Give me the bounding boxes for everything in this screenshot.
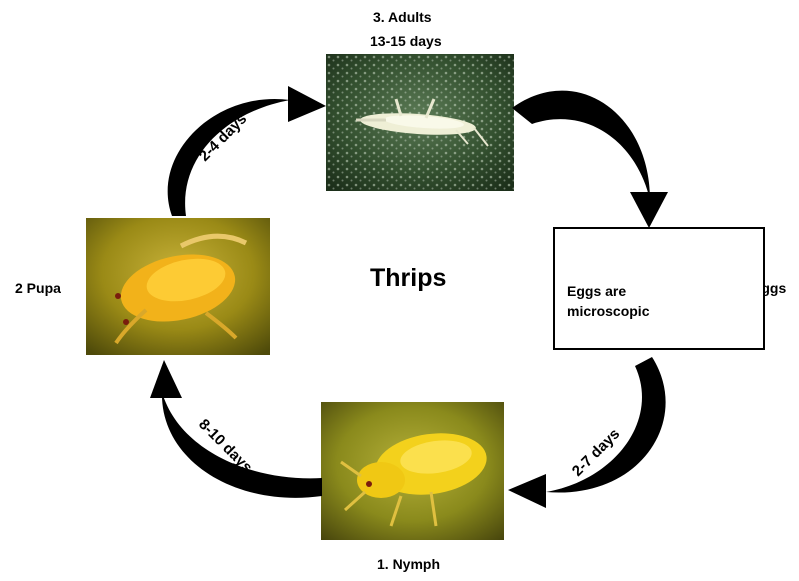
arrow-nymph-to-pupa (150, 360, 322, 498)
arrow-pupa-to-adult (168, 86, 326, 216)
arrow-adult-to-eggs (512, 91, 668, 228)
arrow-eggs-to-nymph (508, 357, 666, 508)
